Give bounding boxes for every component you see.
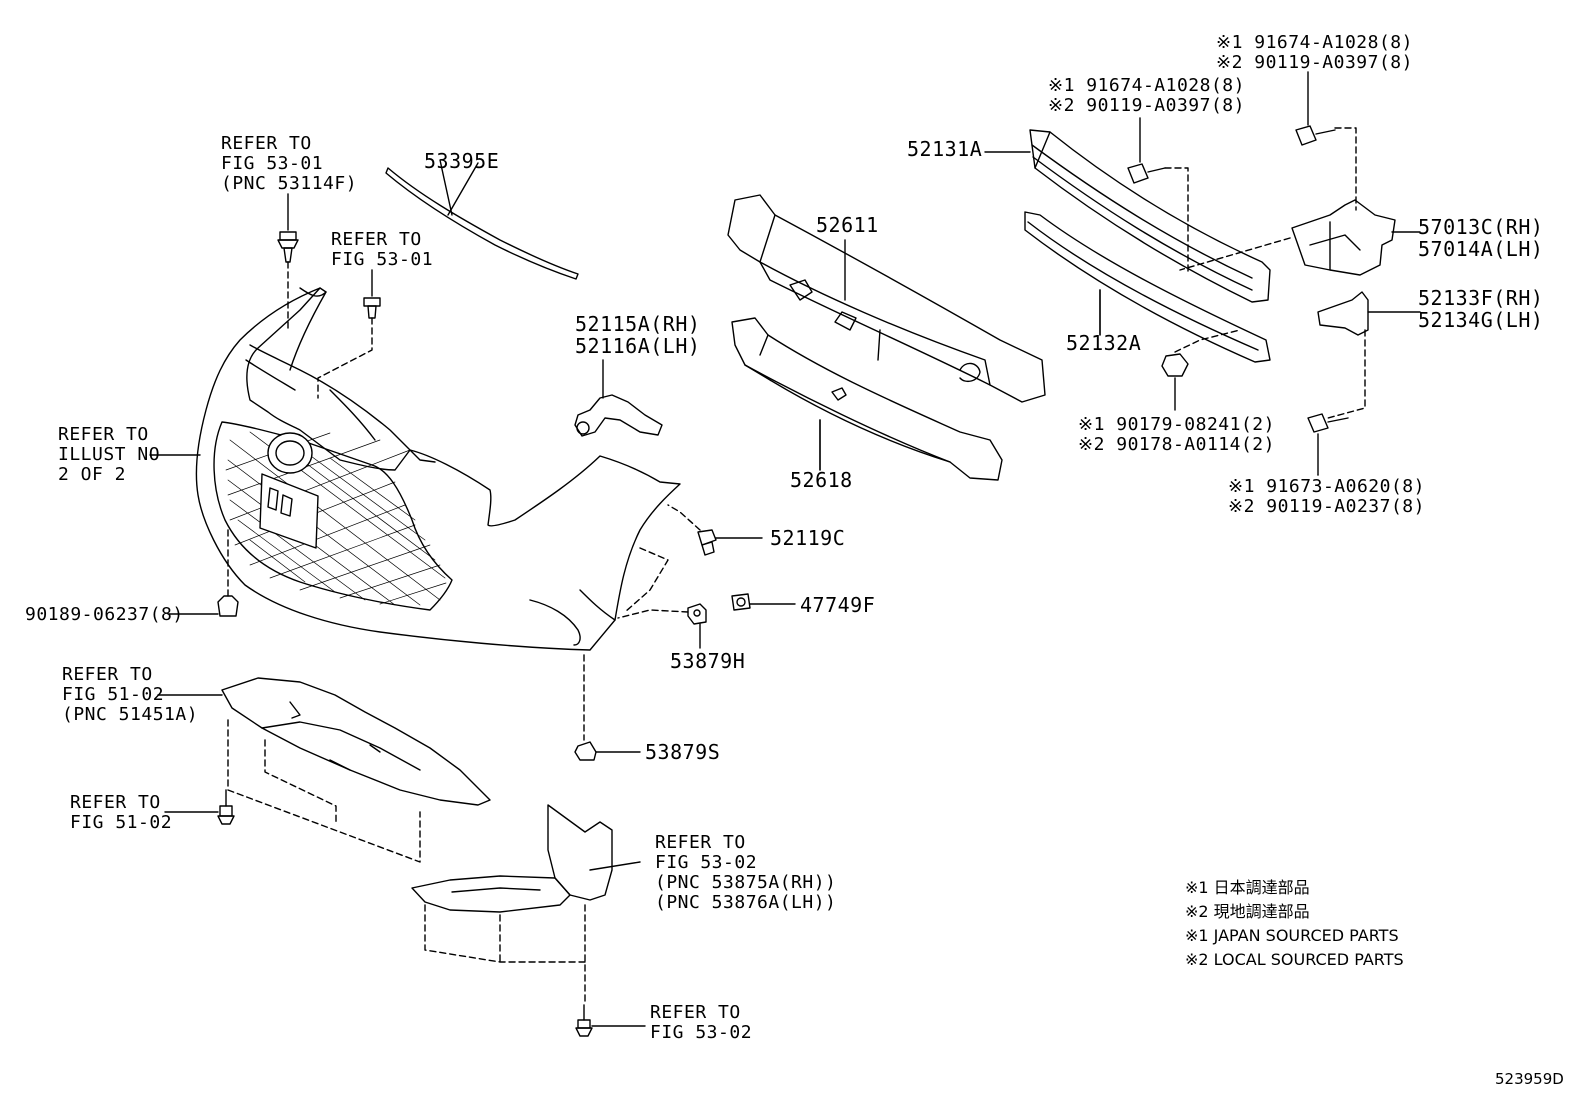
part-number: 52119C (770, 526, 846, 550)
molding-53395e-drawing (386, 160, 578, 279)
callout-refer-53875a: REFER TO FIG 53-02 (PNC 53875A(RH)) (PNC… (655, 833, 836, 913)
callout-47749f: 47749F (800, 594, 875, 616)
callout-52131a: 52131A (907, 138, 982, 160)
retainer-53879s-drawing (575, 655, 640, 760)
callout-line: ILLUST NO (58, 444, 161, 465)
callout-line: FIG 51-02 (70, 812, 173, 833)
callout-line: ※1 91674-A1028(8) (1048, 75, 1245, 96)
callout-line: (PNC 51451A) (62, 704, 199, 725)
callout-52611: 52611 (816, 214, 879, 236)
part-number: 90189-06237(8) (25, 604, 184, 625)
bolt-top-mid-drawing (1128, 118, 1188, 275)
reinforcement-52131a-drawing (985, 130, 1270, 302)
screw-5301-drawing (318, 270, 380, 398)
callout-line: FIG 53-01 (221, 153, 324, 174)
clip-47749f-drawing (732, 594, 795, 610)
bracket-57013c-drawing (1180, 200, 1420, 275)
callout-line: REFER TO (70, 792, 161, 813)
clip-90189-drawing (168, 530, 238, 616)
retainer-53879h-drawing (618, 548, 706, 648)
undercover-51451a-drawing (158, 678, 490, 862)
legend-line: ※1 JAPAN SOURCED PARTS (1185, 926, 1399, 945)
part-number: 53395E (424, 149, 500, 173)
callout-line: ※2 90178-A0114(2) (1078, 434, 1275, 455)
bolt-top-right-drawing (1296, 72, 1356, 210)
splash-shield-53875a-drawing (412, 805, 640, 1005)
callout-line: ※2 90119-A0397(8) (1048, 95, 1245, 116)
callout-52618: 52618 (790, 469, 853, 491)
callout-line: (PNC 53876A(LH)) (655, 892, 837, 913)
part-number: 52618 (790, 468, 853, 492)
callout-line: REFER TO (650, 1002, 741, 1023)
part-number: 53879S (645, 740, 721, 764)
callout-refer-5302: REFER TO FIG 53-02 (650, 1003, 752, 1043)
callout-line: REFER TO (62, 664, 153, 685)
part-number: 52115A(RH) (575, 312, 701, 336)
callout-line: FIG 53-02 (655, 852, 758, 873)
callout-line: (PNC 53114F) (221, 173, 358, 194)
callout-57013c: 57013C(RH) 57014A(LH) (1418, 216, 1543, 260)
callout-line: ※2 90119-A0397(8) (1216, 52, 1413, 73)
bracket-52133f-drawing (1318, 292, 1420, 418)
callout-53879h: 53879H (670, 650, 745, 672)
callout-line: ※1 90179-08241(2) (1078, 414, 1275, 435)
legend-line: ※2 LOCAL SOURCED PARTS (1185, 950, 1404, 969)
part-number: 53879H (670, 649, 746, 673)
callout-52119c: 52119C (770, 527, 845, 549)
part-number: 47749F (800, 593, 876, 617)
retainer-52115a-drawing (575, 360, 662, 436)
callout-52132a: 52132A (1066, 332, 1141, 354)
callout-line: REFER TO (221, 133, 312, 154)
callout-bolt-top-right: ※1 91674-A1028(8) ※2 90119-A0397(8) (1216, 33, 1413, 73)
callout-refer-illust: REFER TO ILLUST NO 2 OF 2 (58, 425, 160, 485)
bolt-91673-drawing (1308, 414, 1348, 475)
callout-52115a: 52115A(RH) 52116A(LH) (575, 313, 700, 357)
leader-53395e (448, 163, 478, 215)
callout-bolt-91673: ※1 91673-A0620(8) ※2 90119-A0237(8) (1228, 477, 1425, 517)
callout-line: REFER TO (655, 832, 746, 853)
callout-refer-5102: REFER TO FIG 51-02 (70, 793, 172, 833)
callout-line: ※2 90119-A0237(8) (1228, 496, 1425, 517)
callout-line: ※1 91673-A0620(8) (1228, 476, 1425, 497)
legend-line: ※1 日本調達部品 (1185, 878, 1310, 897)
callout-53879s: 53879S (645, 741, 720, 763)
legend-line: ※2 現地調達部品 (1185, 902, 1310, 921)
part-number: 52132A (1066, 331, 1142, 355)
nut-90179-drawing (1162, 330, 1240, 410)
callout-line: ※1 91674-A1028(8) (1216, 32, 1413, 53)
callout-refer-53114f: REFER TO FIG 53-01 (PNC 53114F) (221, 134, 357, 194)
callout-line: FIG 53-01 (331, 249, 434, 270)
callout-nut-90179: ※1 90179-08241(2) ※2 90178-A0114(2) (1078, 415, 1275, 455)
callout-line: (PNC 53875A(RH)) (655, 872, 837, 893)
callout-refer-5301: REFER TO FIG 53-01 (331, 230, 433, 270)
sourcing-legend: ※1 日本調達部品 ※2 現地調達部品 ※1 JAPAN SOURCED PAR… (1185, 876, 1404, 972)
callout-line: REFER TO (331, 229, 422, 250)
part-number: 57013C(RH) (1418, 215, 1544, 239)
callout-90189: 90189-06237(8) (25, 605, 184, 625)
part-number: 57014A(LH) (1418, 237, 1544, 261)
callout-53395e: 53395E (424, 150, 499, 172)
part-number: 52134G(LH) (1418, 308, 1544, 332)
bolt-5102-drawing (165, 790, 234, 824)
callout-line: 2 OF 2 (58, 464, 127, 485)
callout-line: FIG 53-02 (650, 1022, 753, 1043)
callout-52133f: 52133F(RH) 52134G(LH) (1418, 287, 1543, 331)
diagram-id: 523959D (1495, 1070, 1564, 1088)
callout-line: FIG 51-02 (62, 684, 165, 705)
bumper-cover-drawing (196, 288, 680, 650)
clip-53114f-drawing (278, 194, 298, 330)
bolt-5302-drawing (576, 1005, 645, 1036)
part-number: 52131A (907, 137, 983, 161)
part-number: 52611 (816, 213, 879, 237)
absorber-52611-drawing (728, 195, 1045, 402)
part-number: 52133F(RH) (1418, 286, 1544, 310)
clip-52119c-drawing (668, 505, 762, 555)
callout-line: REFER TO (58, 424, 149, 445)
part-number: 52116A(LH) (575, 334, 701, 358)
callout-refer-51451a: REFER TO FIG 51-02 (PNC 51451A) (62, 665, 198, 725)
callout-bolt-top-mid: ※1 91674-A1028(8) ※2 90119-A0397(8) (1048, 76, 1245, 116)
absorber-52618-drawing (732, 318, 1002, 480)
